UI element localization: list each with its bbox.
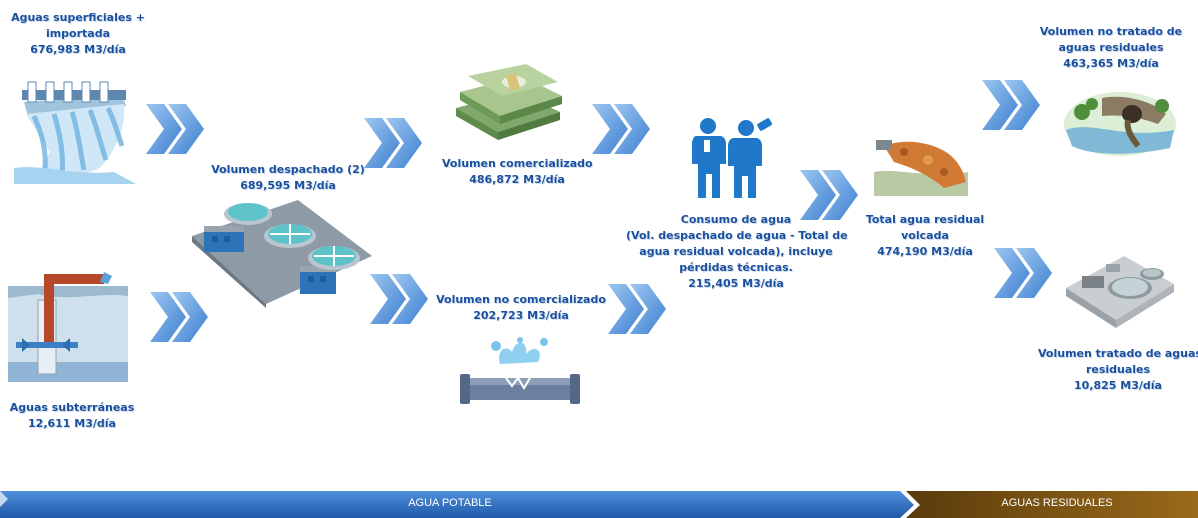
- chevron-arrow-icon: [150, 292, 208, 342]
- chevron-arrow-icon: [982, 80, 1040, 130]
- untreated-value: 463,365 M3/día: [1063, 57, 1159, 70]
- banner-segment-potable: [0, 491, 914, 518]
- wastewater-discharge-icon: [874, 140, 968, 196]
- treated-label: Volumen tratado de aguas residuales 10,8…: [1038, 346, 1198, 394]
- untreated-title-2: aguas residuales: [1058, 41, 1164, 54]
- surface-water-label: Aguas superficiales + importada 676,983 …: [8, 10, 148, 58]
- surface-water-title: Aguas superficiales +: [11, 11, 145, 24]
- wastewater-total-title: Total agua residual: [865, 213, 985, 226]
- dispatched-value: 689,595 M3/día: [240, 179, 336, 192]
- banner-notch: [0, 491, 8, 507]
- treated-title-2: residuales: [1085, 363, 1151, 376]
- broken-pipe-icon: [460, 337, 580, 404]
- wastewater-plant-icon: [1066, 256, 1174, 328]
- non-commercialized-title: Volumen no comercializado: [436, 293, 606, 306]
- chevron-arrow-icon: [370, 274, 428, 324]
- surface-water-title-2: importada: [45, 27, 111, 40]
- well-pump-icon: [8, 272, 128, 382]
- commercialized-label: Volumen comercializado 486,872 M3/día: [442, 156, 593, 188]
- treated-title: Volumen tratado de aguas: [1038, 347, 1198, 360]
- consumption-desc-1: (Vol. despachado de agua - Total de: [626, 229, 848, 242]
- consumption-label: Consumo de agua (Vol. despachado de agua…: [626, 212, 848, 292]
- banner-label-wastewater: AGUAS RESIDUALES: [1001, 497, 1113, 509]
- untreated-label: Volumen no tratado de aguas residuales 4…: [1036, 24, 1186, 72]
- consumption-title: Consumo de agua: [680, 213, 792, 226]
- money-stack-icon: [456, 64, 562, 140]
- banner-segment-wastewater: [906, 491, 1198, 518]
- banner-label-potable: AGUA POTABLE: [408, 497, 492, 509]
- treated-value: 10,825 M3/día: [1074, 379, 1162, 392]
- non-commercialized-value: 202,723 M3/día: [473, 309, 569, 322]
- dispatched-title: Volumen despachado (2): [211, 163, 365, 176]
- groundwater-title: Aguas subterráneas: [9, 401, 135, 414]
- chevron-arrow-icon: [364, 118, 422, 168]
- treatment-plant-icon: [192, 200, 372, 308]
- non-commercialized-label: Volumen no comercializado 202,723 M3/día: [436, 292, 606, 324]
- chevron-arrow-icon: [994, 248, 1052, 298]
- surface-water-value: 676,983 M3/día: [30, 43, 126, 56]
- dam-icon: [14, 81, 136, 184]
- chevron-arrow-icon: [592, 104, 650, 154]
- untreated-title: Volumen no tratado de: [1039, 25, 1183, 38]
- chevron-arrow-icon: [800, 170, 858, 220]
- wastewater-total-label: Total agua residual volcada 474,190 M3/d…: [860, 212, 990, 260]
- consumption-desc-2: agua residual volcada), incluye: [639, 245, 833, 258]
- wastewater-total-title-2: volcada: [901, 229, 949, 242]
- river-outfall-icon: [1064, 92, 1176, 156]
- people-drinking-icon: [692, 118, 772, 198]
- consumption-desc-3: pérdidas técnicas.: [679, 261, 793, 274]
- bottom-banner: [0, 491, 1198, 518]
- chevron-arrow-icon: [146, 104, 204, 154]
- wastewater-total-value: 474,190 M3/día: [877, 245, 973, 258]
- commercialized-title: Volumen comercializado: [442, 157, 593, 170]
- chevron-arrow-icon: [608, 284, 666, 334]
- consumption-value: 215,405 M3/día: [688, 277, 784, 290]
- groundwater-value: 12,611 M3/día: [28, 417, 116, 430]
- dispatched-label: Volumen despachado (2) 689,595 M3/día: [208, 162, 368, 194]
- groundwater-label: Aguas subterráneas 12,611 M3/día: [2, 400, 142, 432]
- commercialized-value: 486,872 M3/día: [469, 173, 565, 186]
